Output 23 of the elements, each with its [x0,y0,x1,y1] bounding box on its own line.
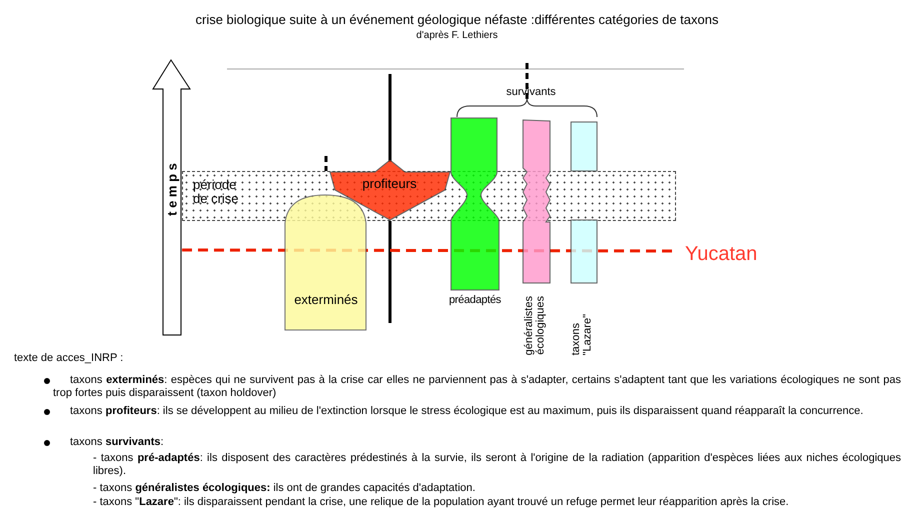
taxon-column [523,120,551,356]
axis-label: t e m p s [166,162,178,218]
paragraph: taxons survivants: [69,436,165,449]
subtitle: d'après F. Lethiers [415,29,499,42]
column-label: généralistes écologiques [524,294,548,355]
paragraph: taxons exterminés: espèces qui ne survivent pas à la crise car elles ne parviennent pas à s'adapter, certains s'adaptent tant que les variations écologiques ne sont pas trop fortes puis disparaissent (taxon holdover) [53,374,901,400]
taxon-column [285,195,367,330]
star-shape [327,157,452,222]
taxon-column [571,122,597,171]
column-label: préadaptés [448,294,502,306]
heading: texte de acces_INRP : [14,352,124,365]
taxon-column [571,220,597,356]
label: Yucatan [685,243,758,265]
title: crise biologique suite à un événement géologique néfaste :différentes catégories de taxons [194,12,720,27]
shape-label: profiteurs [361,177,418,192]
paragraph: - taxons généralistes écologiques: ils ont de grandes capacités d'adaptation. [93,482,476,495]
paragraph: - taxons pré-adaptés: ils disposent des caractères prédestinés à la survie, ils seront à l'origine de la radiation (apparition d'espèces liées aux niches écologiques libres). [93,452,901,478]
label: survivants [505,86,557,99]
column-label: taxons "Lazare" [571,312,594,355]
paragraph: - taxons "Lazare": ils disparaissent pendant la crise, une relique de la population ayant trouvé un refuge permet leur réapparition après la crise. [93,496,790,509]
column-label: exterminés [293,293,359,308]
paragraph: taxons profiteurs: ils se développent au milieu de l'extinction lorsque le stress écologique est au maximum, puis ils disparaissent quand réapparaît la concurrence. [69,405,864,418]
band-label: période de crise [193,178,240,207]
